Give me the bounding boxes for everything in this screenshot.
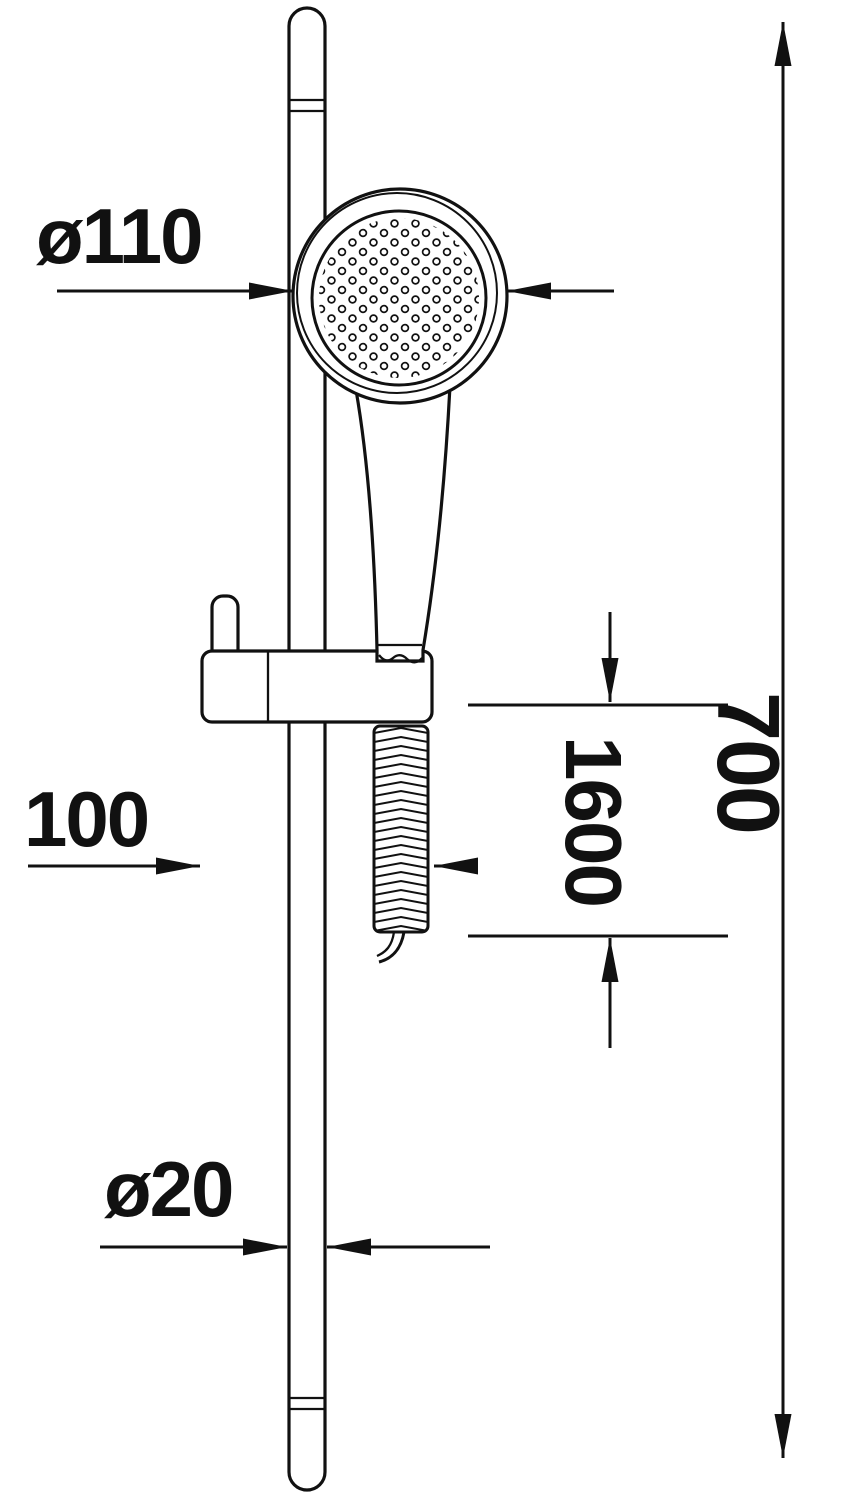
dim-label-hose-length: 1600	[549, 736, 638, 906]
slide-bar-rail	[287, 6, 327, 1492]
dim-label-head-diameter: ø110	[36, 192, 201, 280]
dim-arrow	[774, 22, 792, 66]
handle	[354, 384, 452, 663]
hose-tail-inner	[376, 931, 396, 958]
hose-ribbed-section	[372, 724, 430, 934]
shower-hose	[372, 724, 430, 964]
dim-arrow	[774, 1414, 792, 1458]
dim-arrow	[434, 857, 478, 875]
dim-hose-length: 1600	[468, 612, 728, 1048]
hand-shower	[291, 187, 509, 664]
slide-bar	[287, 6, 327, 1492]
slider-holder	[200, 594, 434, 724]
spray-nozzles	[319, 218, 479, 378]
dim-arrow	[601, 938, 619, 982]
dim-label-bar-diameter: ø20	[104, 1145, 232, 1233]
dim-arrow	[249, 282, 293, 300]
dim-arrow	[327, 1238, 371, 1256]
dim-bar-length: 700	[699, 22, 798, 1458]
holder-body	[200, 649, 434, 724]
handle-nut-wave	[378, 654, 423, 664]
dim-offset: 100	[24, 775, 478, 875]
dim-label-bar-length: 700	[699, 692, 798, 833]
shower-head-rim	[296, 192, 498, 394]
dim-head-diameter: ø110	[36, 192, 614, 300]
hose-tail-outer	[378, 931, 406, 964]
dim-bar-diameter: ø20	[100, 1145, 490, 1256]
dim-arrow	[601, 658, 619, 702]
dim-arrow	[243, 1238, 287, 1256]
dim-arrow	[156, 857, 200, 875]
dim-arrow	[507, 282, 551, 300]
dim-label-offset: 100	[24, 775, 148, 863]
